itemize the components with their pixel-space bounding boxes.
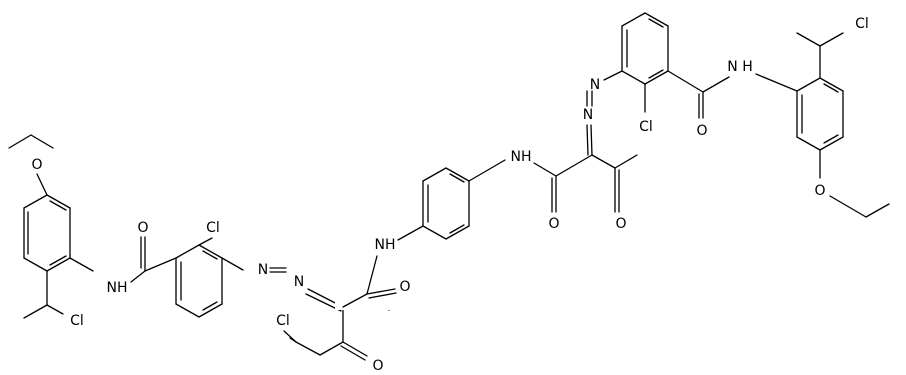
azo-n1-left: N [258,262,268,278]
ketone-oxygen-left: O [372,358,383,374]
chain-ch2-a [319,341,344,356]
carbonyl-alpha-right [555,154,593,177]
aryl-cl-left: Cl [206,220,220,236]
co-ring-bond [144,257,177,272]
chethyl-cl-bond [46,304,64,315]
ring-l-cd-inner [49,255,67,266]
c-n-double-a [590,124,593,156]
ring2-ab-inner [202,250,218,260]
co-nh-right [702,76,730,93]
ring4-co-bond [667,70,704,93]
chain-cl: Cl [276,313,290,329]
carbonyl-o-b [368,292,397,299]
carbonyl-nh [366,255,378,295]
ring2-fa [175,244,200,259]
aryl-cl-right: Cl [639,119,653,135]
ring2-de [175,303,200,318]
ring-nh-bond [69,257,94,272]
chethyl-methyl-bond [23,304,48,319]
azo-n1-right: N [583,107,593,123]
nh-ring3-bond [397,225,424,241]
ethoxy-right-ch3 [865,203,890,218]
ring5-ab [796,77,821,92]
ring5-bc [819,77,844,92]
alpha-acetyl-bond [591,154,616,169]
azo-n2-right: N [590,77,600,93]
ring3-inner-b [449,224,465,234]
ethoxy-right-ch2 [829,195,867,218]
acetyl-methyl-bond [614,154,638,169]
chloroethyl-cl-left: Cl [70,313,84,329]
c-n-double-b [586,124,589,156]
ethoxy-oxygen-right: O [814,183,825,199]
chain-cl-bond-2 [283,330,297,343]
ring3-nh-bond [468,159,506,182]
ethoxy-methyl-bond [8,134,32,149]
ring2-cd [198,303,223,318]
ring-l-ab [46,194,71,209]
ring4-br-b [644,70,669,85]
azo-n2-left: N [294,274,304,290]
amide-nh-left: NH [107,280,128,296]
amide-n-right: N H [727,59,752,75]
ketone-oxygen-right: O [615,216,626,232]
ring2-ab [198,244,223,259]
ring4-inner-b [648,18,664,28]
chethyl-right-methyl [796,32,821,47]
ethoxy-oxygen-left-final: O [31,157,42,173]
ring3-tl-t [422,167,447,182]
amide-oxygen-left: O [137,220,148,236]
ring3-br-b [445,225,470,240]
alpha-carbonyl [342,293,368,308]
ring5-de [819,136,844,151]
ring2-cl-bond [198,237,213,246]
ethoxy-methylene-bond [30,134,54,149]
ring3-t-tr [445,167,470,182]
ring5-ef [796,136,821,151]
ring-l-fa [23,194,48,209]
ring3-b-bl [422,225,447,240]
chloroethyl-cl-right: Cl [855,16,869,32]
nh-center-right-label: NH [511,149,532,165]
nh-carbonyl-bond [533,162,557,177]
ketone-double-a [342,341,368,357]
chain-ch2-b [295,341,321,356]
azo-ring4-bond [603,70,623,81]
nh-ring5-bond [755,73,798,92]
ring4-t-tr [644,12,669,27]
final-left-reset [0,120,120,375]
center-left-final-reset-2 [335,230,455,310]
o-aryl-bond [36,173,48,196]
ring-l-ab-inner [49,200,67,211]
nh-center-left-label: NH [375,237,396,253]
ring4-b-bl [621,70,646,85]
ring-l-de [23,257,48,272]
ring4-inner-c [648,69,664,79]
ring4-tl-t [621,12,646,27]
o-center-left-label: O [399,279,410,295]
nh-co-bond [130,270,146,283]
amide-oxygen-right: O [696,123,707,139]
ring2-cd-inner [202,301,218,311]
ketone-double-b [340,345,366,361]
chethyl-right-cl-bond [819,32,844,47]
o-center-right-label: O [548,216,559,232]
ring5-inner-b [823,134,839,144]
ring-l-cd [46,257,71,272]
ring3-inner-a [449,173,465,183]
carbonyl-o-a [366,288,396,295]
ring2-azo-bond [221,257,244,271]
ring5-inner-a [823,83,839,93]
